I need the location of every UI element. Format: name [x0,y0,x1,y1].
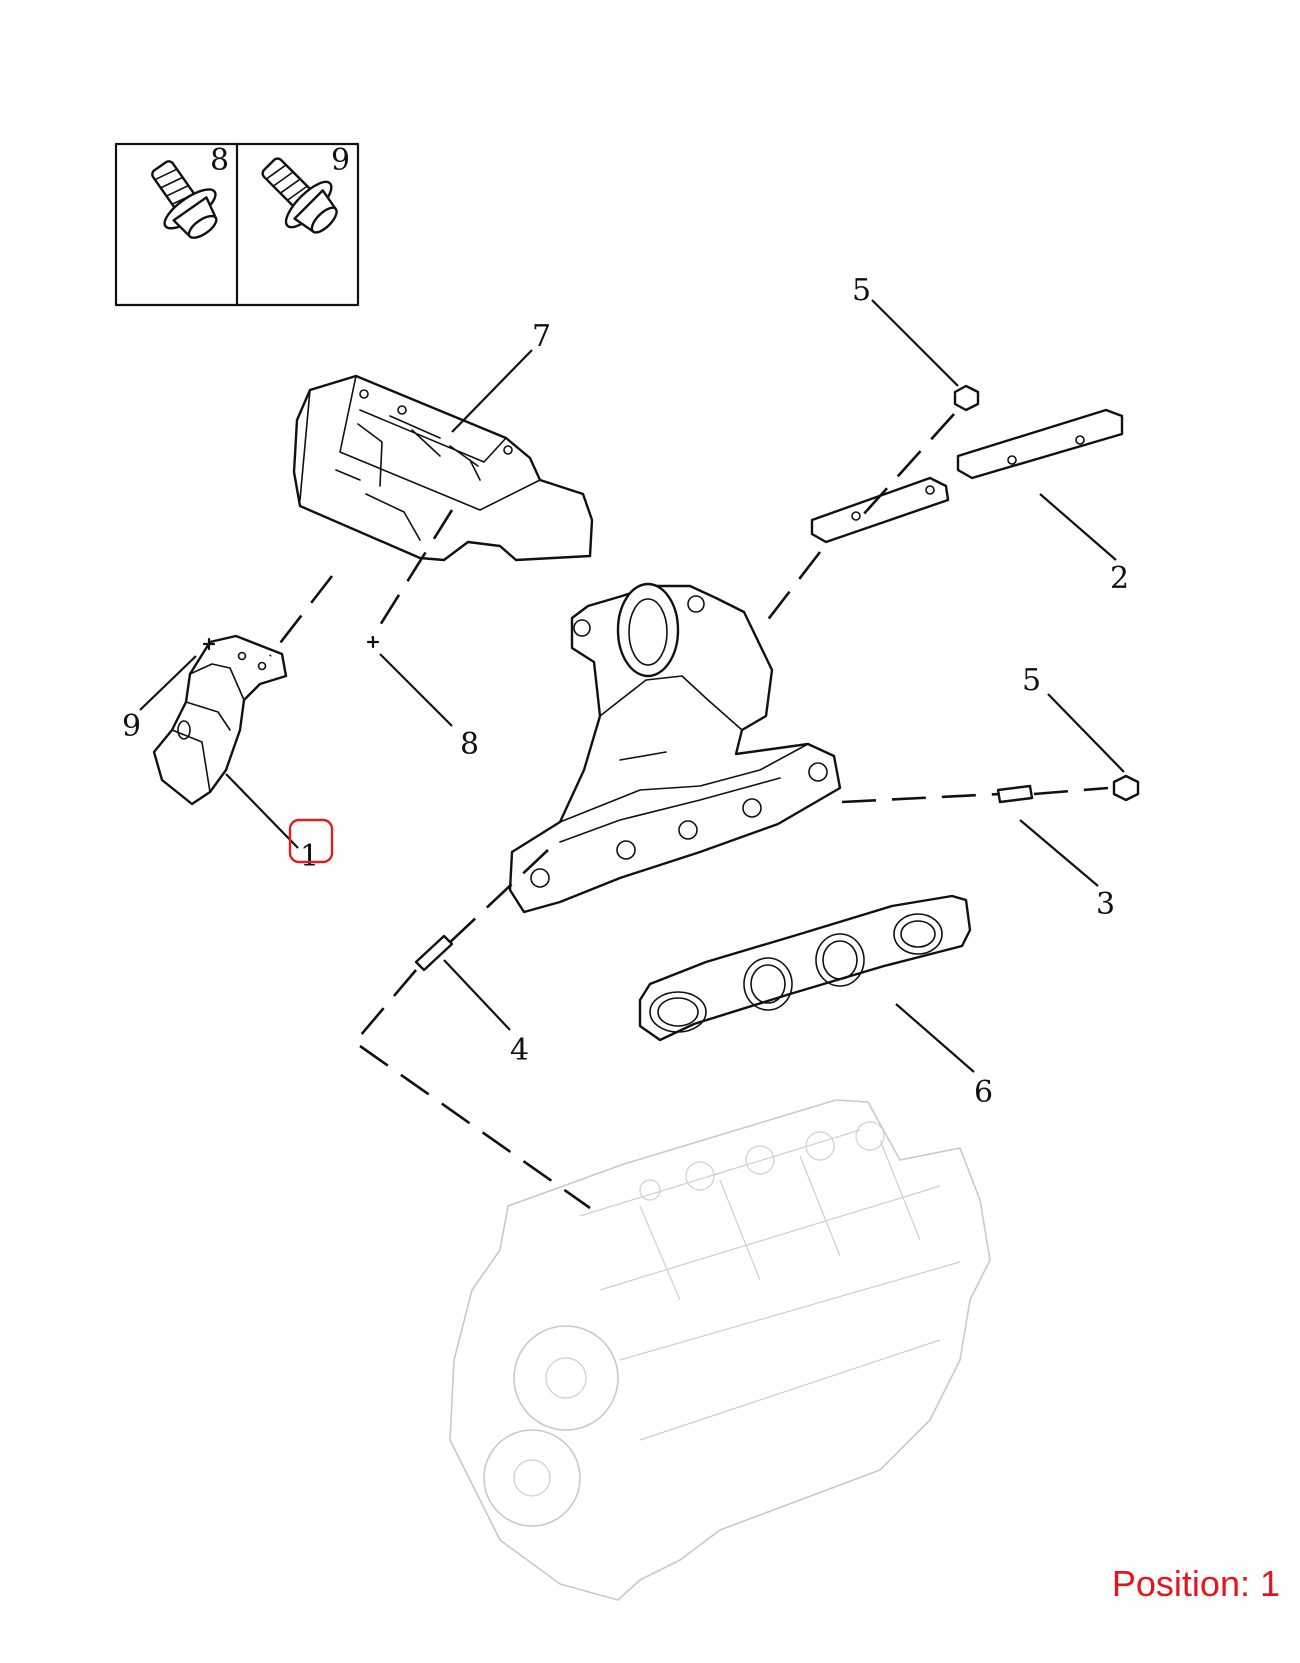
callout-5-top[interactable]: 5 [852,273,871,308]
inset-label-8: 8 [210,143,229,178]
callout-1-highlight [288,818,334,864]
engine-block-icon [449,1099,991,1601]
heat-shield-7-icon[interactable] [292,374,594,562]
callout-9[interactable]: 9 [122,709,141,744]
bolt-inset: 8 9 [114,142,360,307]
callout-7[interactable]: 7 [532,319,551,354]
bolt-8-icon[interactable] [136,149,232,250]
assembly-lines [202,413,1109,1210]
manifold-gasket-6-icon[interactable] [638,894,972,1042]
callout-1[interactable]: 1 [300,839,319,874]
callout-6[interactable]: 6 [974,1075,993,1110]
callouts: 1 2 3 4 5 5 6 7 8 9 [122,273,1129,1110]
callout-3[interactable]: 3 [1096,887,1115,922]
dowel-4-icon[interactable] [414,934,454,972]
inset-label-9: 9 [331,143,350,178]
callout-8[interactable]: 8 [460,727,479,762]
callout-4[interactable]: 4 [510,1033,529,1068]
position-label: Position: 1 [1111,1563,1280,1604]
nut-5-icon[interactable] [953,384,1140,802]
bracket-1-icon[interactable] [152,634,288,806]
bolt-9-icon[interactable] [248,144,351,247]
leader-lines [139,299,1125,1073]
callout-2[interactable]: 2 [1110,561,1129,596]
exhaust-manifold-icon[interactable] [508,582,842,914]
stud-3-icon[interactable] [996,784,1034,804]
callout-5-right[interactable]: 5 [1022,663,1041,698]
stud-rail-2-icon[interactable] [810,408,1124,544]
